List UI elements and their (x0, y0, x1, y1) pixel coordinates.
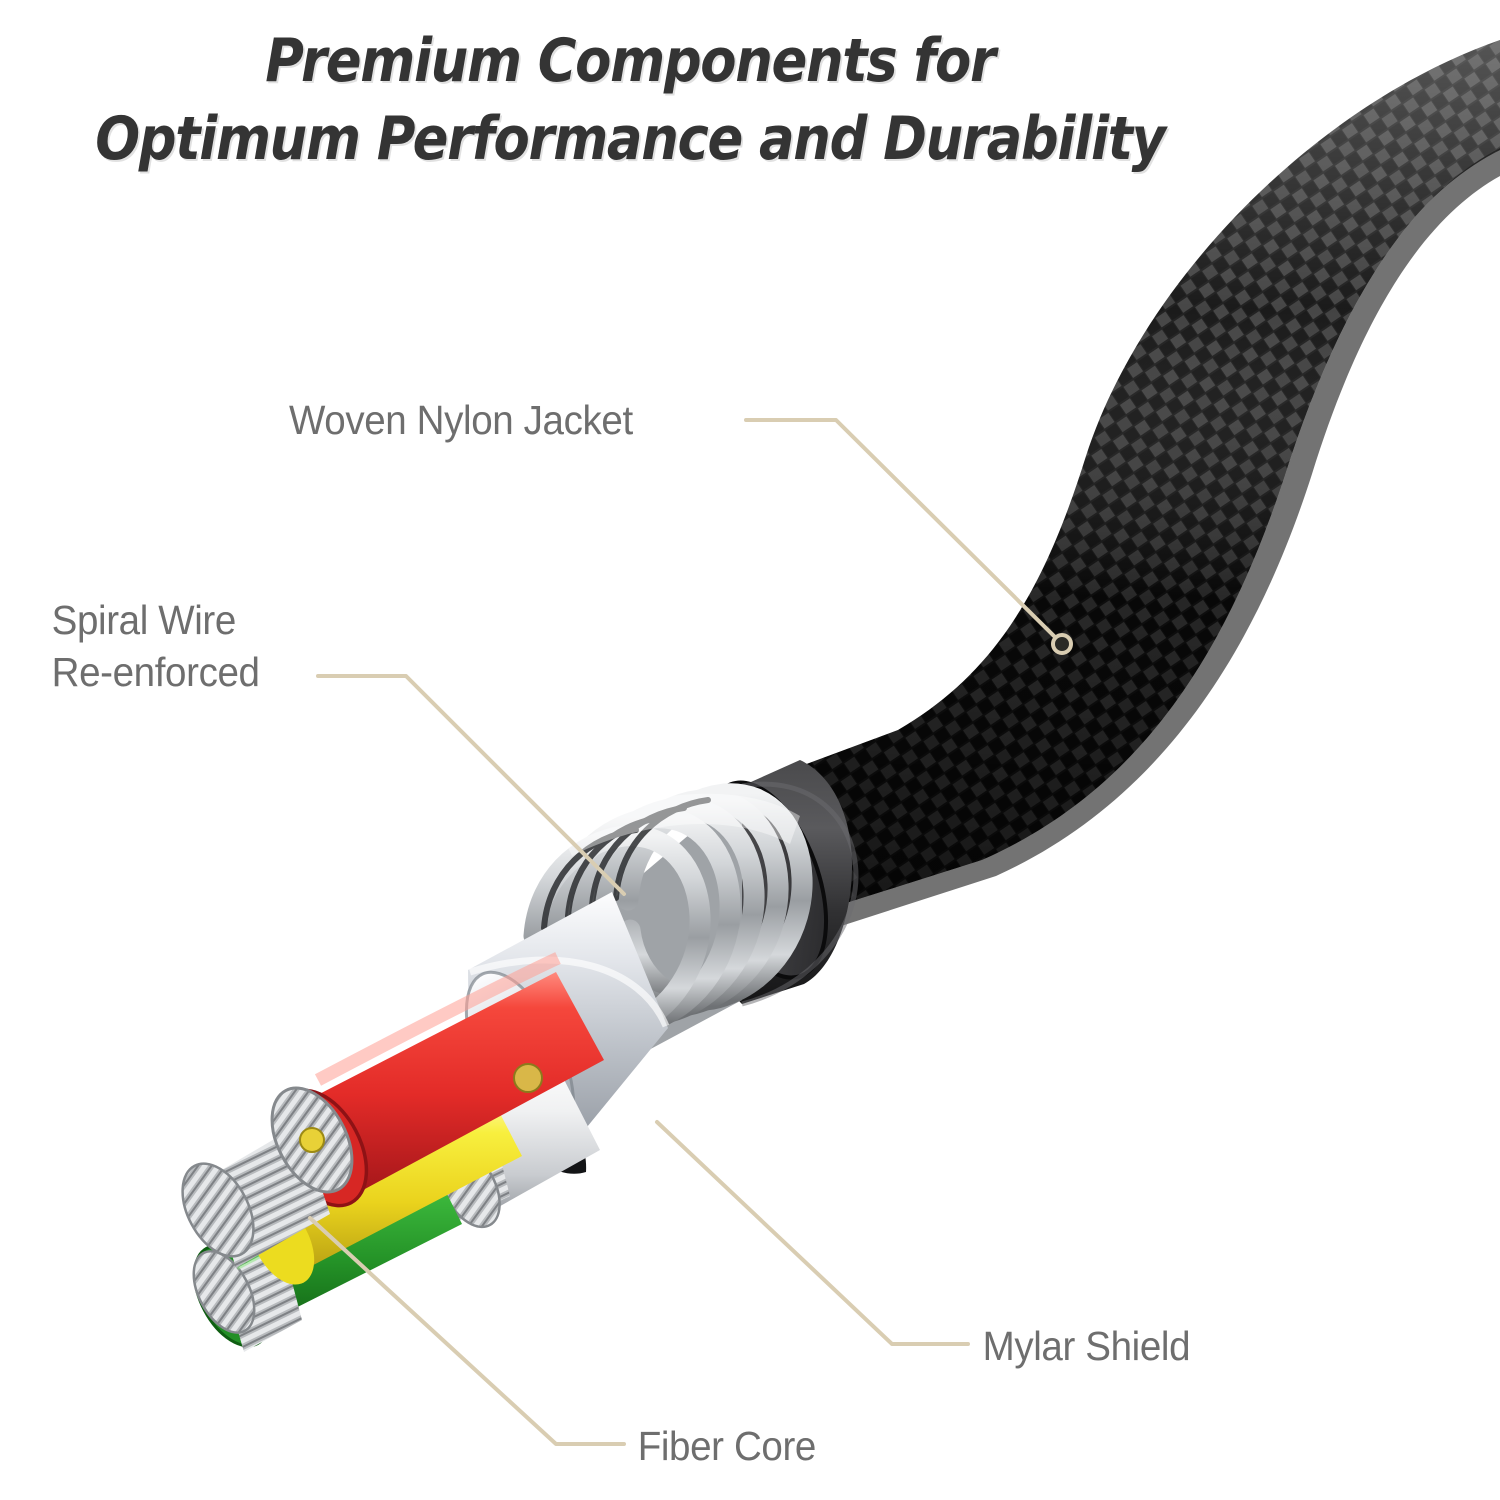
leader-mylar-shield (655, 1120, 970, 1346)
woven-nylon-jacket-layer (742, 40, 1500, 958)
leader-marker-woven-nylon-jacket (1051, 633, 1073, 655)
page-title: Premium Components for Optimum Performan… (95, 26, 1166, 174)
fiber-core-bundle (513, 1063, 543, 1093)
callout-label-woven-nylon-jacket: Woven Nylon Jacket (288, 397, 633, 443)
callout-label-spiral-wire: Spiral Wire Re-enforced (51, 597, 260, 696)
leader-woven-nylon-jacket (744, 418, 1060, 642)
fiber-core-marker (299, 1127, 325, 1153)
leader-spiral-wire (316, 674, 626, 896)
red-conductor (181, 952, 604, 1268)
callout-label-mylar-shield: Mylar Shield (982, 1323, 1191, 1369)
leader-fiber-core (308, 1216, 626, 1446)
callout-label-fiber-core: Fiber Core (637, 1423, 817, 1469)
